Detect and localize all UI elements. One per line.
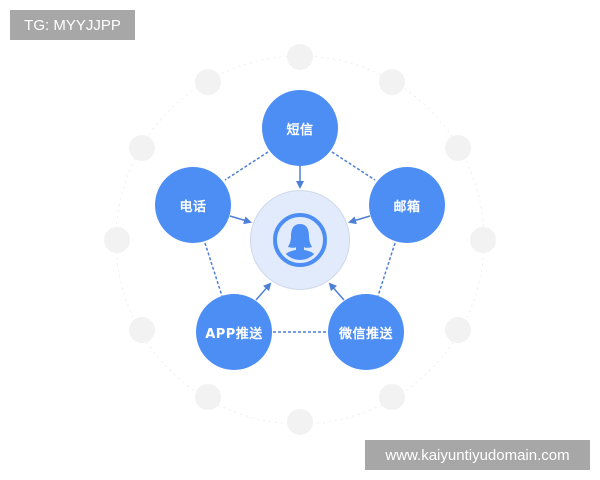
user-avatar-icon xyxy=(273,213,327,267)
channel-label-email: 邮箱 xyxy=(393,199,421,215)
pentagon-edges xyxy=(204,151,396,333)
arrows-to-center xyxy=(229,166,371,301)
center-user-node xyxy=(250,190,350,290)
channel-label-phone: 电话 xyxy=(179,199,207,215)
channel-node-app-push: APP推送 xyxy=(196,294,272,370)
channel-node-phone: 电话 xyxy=(155,167,231,243)
channel-node-wechat-push: 微信推送 xyxy=(328,294,404,370)
channel-node-sms: 短信 xyxy=(262,90,338,166)
watermark-top-left: TG: MYYJJPP xyxy=(10,10,135,40)
channel-label-sms: 短信 xyxy=(286,122,314,138)
watermark-bottom-right: www.kaiyuntiyudomain.com xyxy=(365,440,590,470)
channel-node-email: 邮箱 xyxy=(369,167,445,243)
channel-label-wechat-push: 微信推送 xyxy=(338,326,393,342)
outer-ring xyxy=(104,44,496,435)
channel-label-app-push: APP推送 xyxy=(205,326,263,342)
